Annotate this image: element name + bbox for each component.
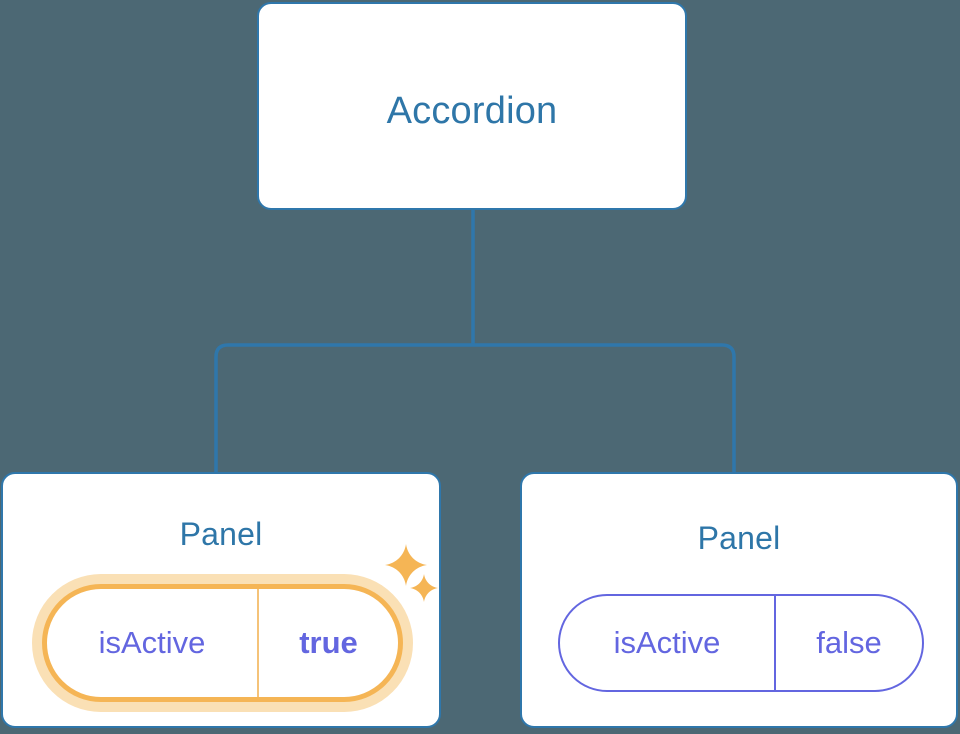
prop-key-label: isActive <box>560 596 776 690</box>
prop-value-label: false <box>816 625 882 660</box>
node-panel-inactive[interactable]: Panel isActive false <box>520 472 958 728</box>
prop-pill-isactive-true[interactable]: isActive true <box>42 584 403 702</box>
node-panel-active-title: Panel <box>179 516 263 552</box>
prop-pill-isactive-false[interactable]: isActive false <box>558 594 924 692</box>
node-accordion[interactable]: Accordion <box>257 2 687 210</box>
prop-pill-highlight-glow: isActive true <box>32 574 413 712</box>
connector-edge-right <box>473 343 736 472</box>
node-panel-active[interactable]: Panel isActive true <box>1 472 441 728</box>
node-accordion-title: Accordion <box>386 90 558 132</box>
prop-value-label: true <box>299 625 358 660</box>
connector-edge-left <box>214 343 473 472</box>
prop-key-label: isActive <box>47 589 259 697</box>
node-panel-inactive-title: Panel <box>697 520 781 556</box>
